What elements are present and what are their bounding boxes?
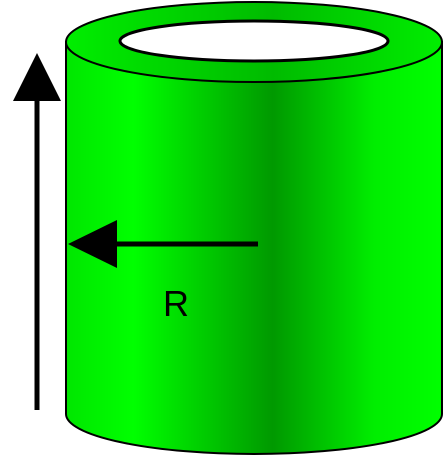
vertical-arrowhead-icon — [13, 53, 61, 101]
radius-arrowhead-icon — [68, 220, 117, 268]
radius-arrow — [68, 220, 258, 268]
radius-label: R — [163, 283, 189, 324]
vertical-axis-arrow — [13, 53, 61, 410]
cylinder-inner-hole — [118, 19, 390, 63]
cylinder-body — [65, 41, 443, 455]
